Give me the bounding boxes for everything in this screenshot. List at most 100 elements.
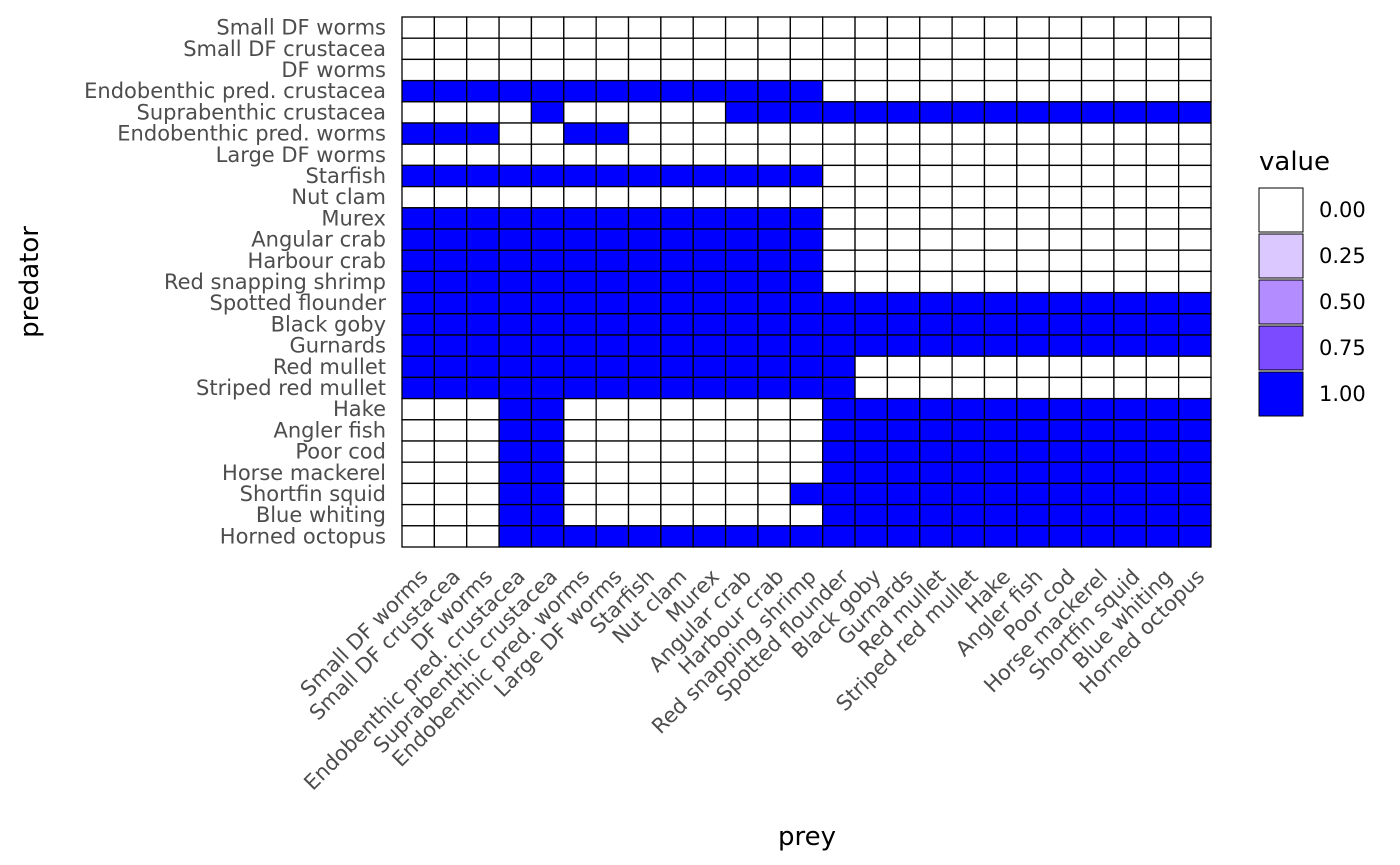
heatmap-cell	[919, 313, 953, 336]
y-tick-label: Murex	[321, 206, 386, 230]
heatmap-cell	[822, 249, 856, 273]
heatmap-cell	[919, 482, 953, 506]
heatmap-cell	[1080, 355, 1115, 379]
heatmap-cell	[530, 16, 565, 39]
heatmap-cell	[724, 58, 759, 82]
heatmap-cell	[627, 440, 662, 463]
heatmap-cell	[466, 143, 500, 167]
heatmap-cell	[530, 419, 565, 442]
heatmap-cell	[789, 228, 824, 251]
heatmap-cell	[401, 376, 436, 400]
heatmap-cell	[919, 291, 953, 315]
heatmap-cell	[886, 270, 921, 294]
y-tick-label: Spotted flounder	[210, 291, 387, 315]
heatmap-cell	[789, 461, 824, 485]
heatmap-cell	[789, 419, 824, 442]
y-tick-label: DF worms	[281, 58, 386, 82]
heatmap-cell	[1177, 270, 1212, 294]
heatmap-cell	[1048, 16, 1083, 39]
heatmap-cell	[563, 291, 597, 315]
heatmap-cell	[433, 16, 468, 39]
heatmap-cell	[951, 249, 986, 273]
heatmap-cell	[1113, 207, 1147, 230]
heatmap-cell	[1177, 228, 1212, 251]
y-tick-label: Shortfin squid	[240, 482, 386, 506]
y-tick-label: Blue whiting	[256, 503, 386, 527]
x-axis-title: prey	[778, 822, 836, 852]
heatmap-cell	[854, 270, 889, 294]
heatmap-cell	[822, 58, 856, 82]
heatmap-cell	[401, 207, 436, 230]
heatmap-cell	[951, 207, 986, 230]
heatmap-cell	[433, 143, 468, 167]
heatmap-cell	[1080, 164, 1115, 188]
heatmap-cell	[789, 334, 824, 357]
heatmap-cell	[724, 16, 759, 39]
heatmap-cell	[822, 355, 856, 379]
heatmap-cell	[692, 58, 727, 82]
heatmap-cell	[466, 355, 500, 379]
heatmap-cell	[886, 101, 921, 124]
heatmap-cell	[919, 419, 953, 442]
heatmap-cell	[433, 482, 468, 506]
heatmap-cell	[692, 355, 727, 379]
heatmap-cell	[563, 461, 597, 485]
heatmap-cell	[627, 376, 662, 400]
heatmap-cell	[433, 503, 468, 527]
heatmap-cell	[724, 228, 759, 251]
heatmap-cell	[466, 185, 500, 209]
heatmap-cell	[886, 228, 921, 251]
heatmap-cell	[433, 419, 468, 442]
heatmap-cell	[1145, 376, 1180, 400]
heatmap-cell	[789, 291, 824, 315]
heatmap-cell	[919, 525, 953, 548]
heatmap-cell	[563, 419, 597, 442]
heatmap-cell	[886, 397, 921, 421]
heatmap-cell	[1113, 58, 1147, 82]
heatmap-cell	[854, 461, 889, 485]
heatmap-cell	[401, 313, 436, 336]
heatmap-cell	[822, 143, 856, 167]
heatmap-cell	[724, 419, 759, 442]
heatmap-cell	[1113, 525, 1147, 548]
heatmap-cell	[886, 291, 921, 315]
heatmap-cell	[433, 461, 468, 485]
heatmap-cell	[919, 228, 953, 251]
heatmap-cell	[627, 291, 662, 315]
heatmap-cell	[563, 525, 597, 548]
legend-keys: 0.000.250.500.751.00	[1258, 187, 1366, 417]
heatmap-cell	[1080, 122, 1115, 145]
heatmap-cell	[1145, 334, 1180, 357]
heatmap-cell	[854, 334, 889, 357]
heatmap-cell	[1113, 440, 1147, 463]
heatmap-cell	[757, 79, 791, 103]
heatmap-cell	[1177, 122, 1212, 145]
heatmap-cell	[1145, 270, 1180, 294]
heatmap-cell	[1145, 228, 1180, 251]
heatmap-cell	[563, 334, 597, 357]
heatmap-cell	[854, 397, 889, 421]
heatmap-cell	[433, 334, 468, 357]
heatmap-cell	[789, 313, 824, 336]
heatmap-cell	[1177, 397, 1212, 421]
heatmap-cell	[660, 185, 694, 209]
heatmap-cell	[724, 397, 759, 421]
y-tick-label: Hake	[333, 397, 386, 421]
heatmap-cell	[660, 397, 694, 421]
legend-key-swatch	[1258, 187, 1304, 233]
heatmap-cell	[854, 440, 889, 463]
heatmap-cell	[789, 58, 824, 82]
heatmap-cell	[660, 376, 694, 400]
heatmap-cell	[1016, 440, 1050, 463]
heatmap-cell	[466, 16, 500, 39]
heatmap-cell	[692, 228, 727, 251]
heatmap-cell	[433, 440, 468, 463]
heatmap-cell	[822, 207, 856, 230]
heatmap-cell	[886, 461, 921, 485]
heatmap-cell	[692, 185, 727, 209]
heatmap-cell	[627, 397, 662, 421]
heatmap-cell	[886, 143, 921, 167]
heatmap-cell	[789, 355, 824, 379]
heatmap-cell	[822, 461, 856, 485]
heatmap-cell	[692, 207, 727, 230]
